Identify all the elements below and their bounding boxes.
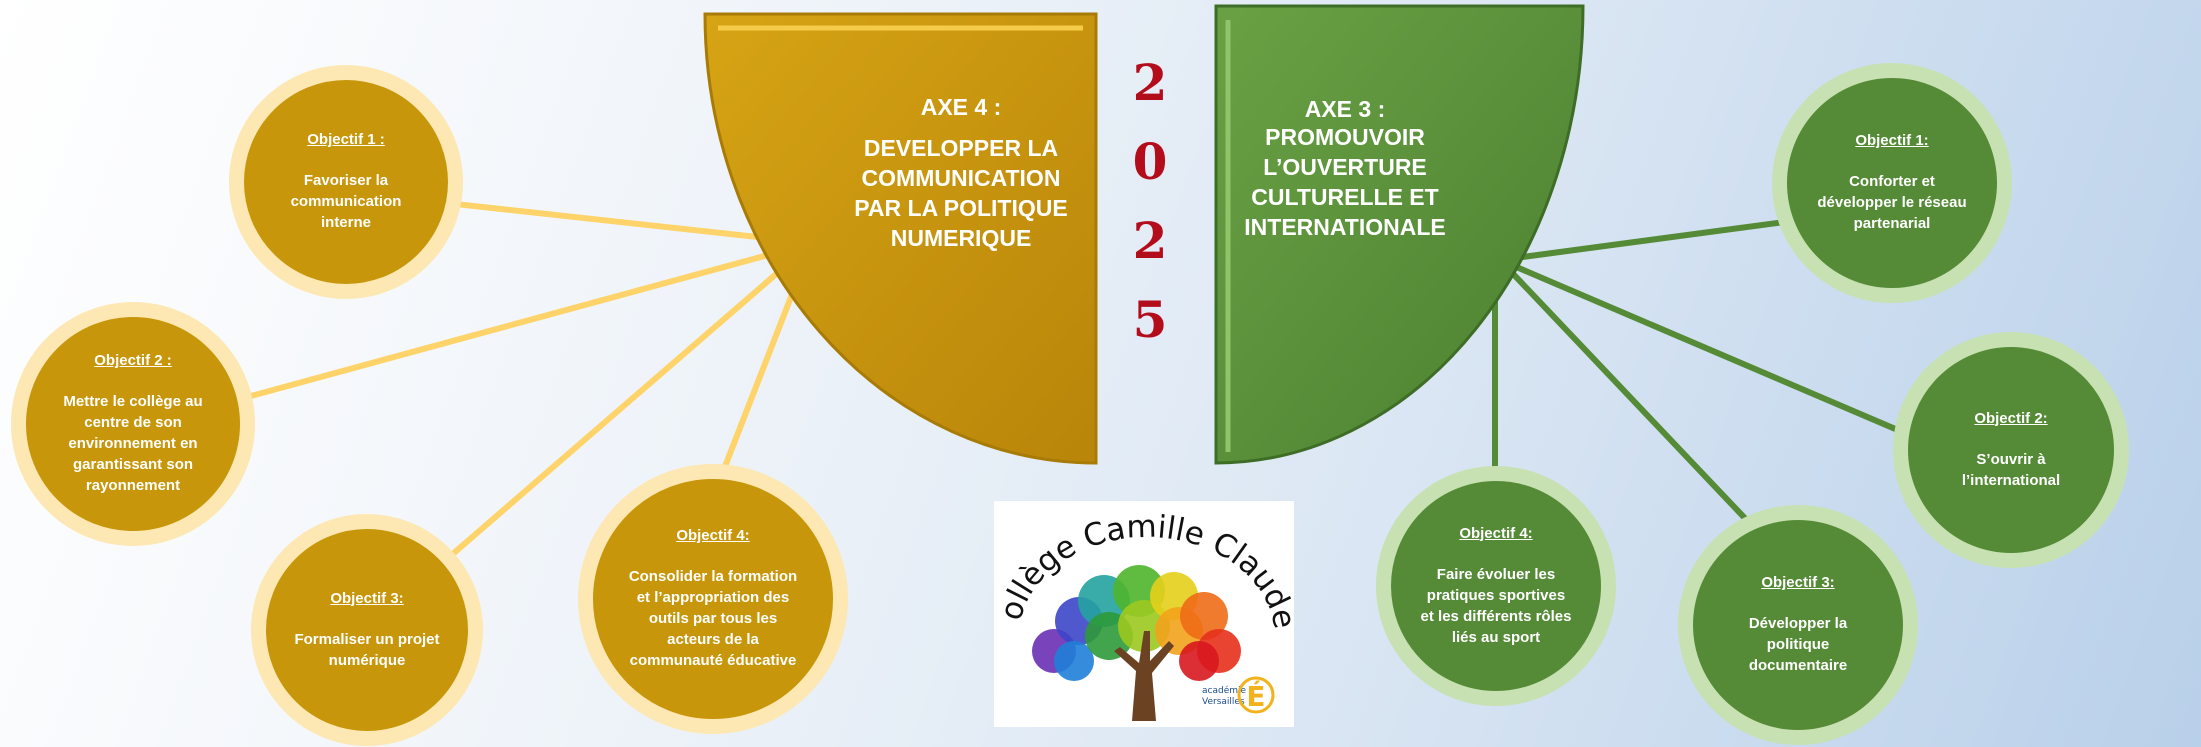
academy-letter: É xyxy=(1246,679,1265,713)
school-logo-image: Collège Camille Claudel académie Versail… xyxy=(983,473,1302,721)
objectif-title: Objectif 2 : xyxy=(94,352,172,369)
objectif-title: Objectif 4: xyxy=(1459,524,1533,542)
axe4-objectif-2: Objectif 2 : Mettre le collège au centre… xyxy=(11,302,255,546)
axe3-title: AXE 3 : xyxy=(1304,96,1386,122)
connector-axe4-objectif3 xyxy=(437,240,815,568)
axe4-text: DEVELOPPER LA COMMUNICATION PAR LA POLIT… xyxy=(854,135,1068,251)
tree-foliage-icon xyxy=(1032,565,1241,681)
objectif-text: Favoriser la communication interne xyxy=(290,172,402,231)
academy-line2: Versailles xyxy=(1202,697,1245,707)
axe4-objectif-1: Objectif 1 : Favoriser la communication … xyxy=(229,65,463,299)
year-digit-1: 2 xyxy=(1132,53,1168,112)
objectif-text: Mettre le collège au centre de son envir… xyxy=(63,393,203,494)
year-digit-3: 2 xyxy=(1132,211,1168,270)
connector-axe4-objectif1 xyxy=(434,199,815,246)
objectif-title: Objectif 3: xyxy=(330,589,404,607)
objectif-title: Objectif 1 : xyxy=(307,131,385,148)
year-digit-2: 0 xyxy=(1132,132,1168,191)
axe4-shape xyxy=(703,12,1098,465)
academy-line1: académie xyxy=(1202,685,1246,696)
objectif-title: Objectif 1: xyxy=(1855,132,1929,149)
year-digit-4: 5 xyxy=(1132,290,1168,349)
objectif-text: S’ouvrir à l’international xyxy=(1961,450,2061,489)
objectif-text: Consolider la formation et l’appropriati… xyxy=(628,568,798,669)
objectif-text: Formaliser un projet numérique xyxy=(294,630,440,669)
objectif-text: Faire évoluer les pratiques sportives et… xyxy=(1420,565,1572,646)
objectif-text: Conforter et développer le réseau parten… xyxy=(1817,173,1967,232)
axe3-objectif-4: Objectif 4: Faire évoluer les pratiques … xyxy=(1376,466,1616,706)
axe3-connectors xyxy=(1492,218,1910,535)
connector-axe4-objectif2 xyxy=(215,240,815,408)
objectif-text: Développer la politique documentaire xyxy=(1748,615,1848,674)
axe3-objectif-3: Objectif 3: Développer la politique docu… xyxy=(1678,505,1918,745)
school-logo: Collège Camille Claudel académie Versail… xyxy=(983,473,1302,727)
axe3-objectif-2: Objectif 2: S’ouvrir à l’international xyxy=(1893,332,2129,568)
axe4-objectif-3: Objectif 3: Formaliser un projet numériq… xyxy=(251,514,483,746)
axe3-objectif-1: Objectif 1: Conforter et développer le r… xyxy=(1772,63,2012,303)
axe4-title: AXE 4 : xyxy=(920,94,1002,120)
objectif-title: Objectif 2: xyxy=(1974,409,2048,427)
connector-axe3-objectif3 xyxy=(1497,257,1761,535)
axe3-shape xyxy=(1214,4,1585,465)
objectif-title: Objectif 4: xyxy=(676,527,750,544)
connector-axe3-objectif2 xyxy=(1497,257,1910,437)
academie-versailles-logo: académie Versailles É xyxy=(1202,676,1275,714)
connector-axe3-objectif1 xyxy=(1497,218,1795,263)
axe3-text: PROMOUVOIR L’OUVERTURE CULTURELLE ET INT… xyxy=(1244,124,1446,240)
axe4-objectif-4: Objectif 4: Consolider la formation et l… xyxy=(578,464,848,734)
objectif-title: Objectif 3: xyxy=(1761,574,1835,591)
tree-trunk-icon xyxy=(1114,631,1174,721)
